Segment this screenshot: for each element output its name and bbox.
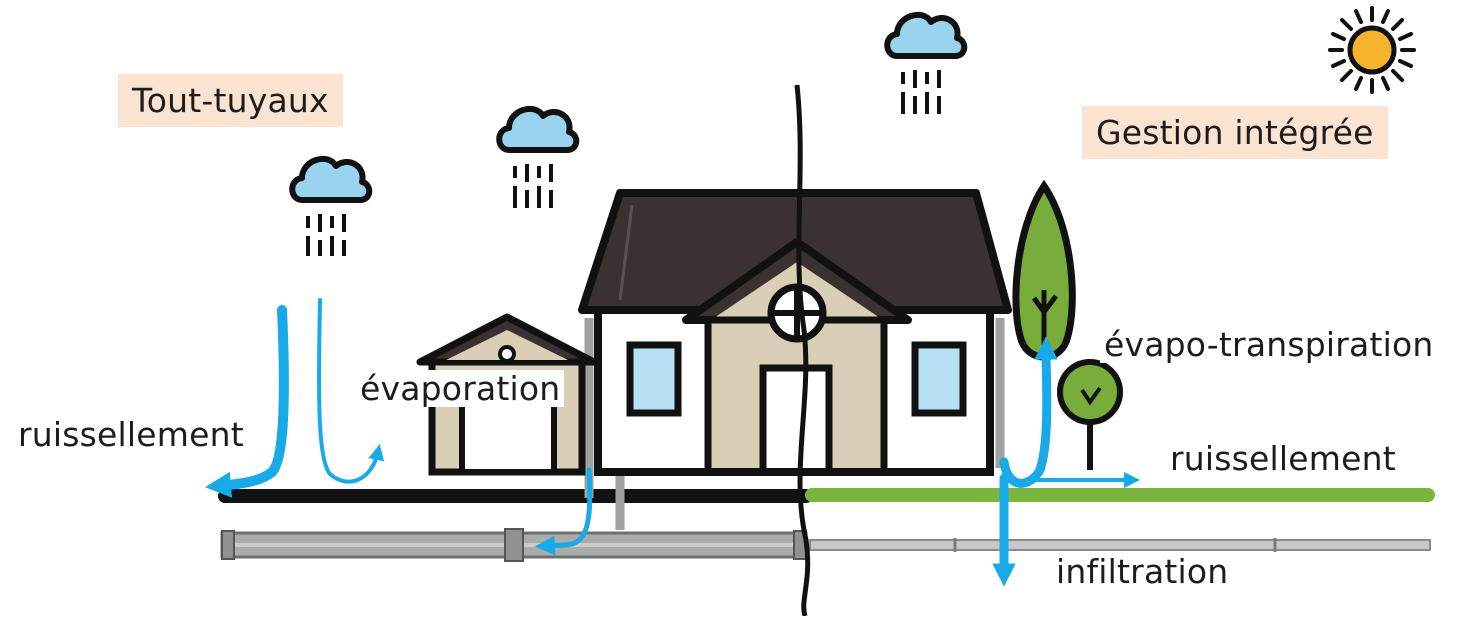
cloud-rain-icon — [292, 159, 369, 256]
evaporation-label: évaporation — [356, 370, 564, 407]
tree-icon — [1060, 362, 1120, 470]
infiltration-label: infiltration — [1056, 555, 1228, 588]
right-title: Gestion intégrée — [1082, 106, 1388, 159]
evapotranspiration-arrow — [1004, 348, 1047, 483]
runoff-label-left: ruissellement — [18, 418, 244, 451]
evapotranspiration-label: évapo-transpiration — [1100, 326, 1437, 363]
sun-icon — [1330, 8, 1414, 92]
left-title: Tout-tuyaux — [118, 74, 343, 127]
runoff-arrow-left — [218, 310, 284, 486]
pipe-icon — [222, 529, 1430, 561]
runoff-label-right: ruissellement — [1170, 442, 1396, 475]
cloud-rain-icon — [887, 15, 964, 114]
cloud-rain-icon — [499, 109, 576, 208]
tree-icon — [1016, 186, 1072, 357]
house-icon — [582, 193, 1008, 472]
